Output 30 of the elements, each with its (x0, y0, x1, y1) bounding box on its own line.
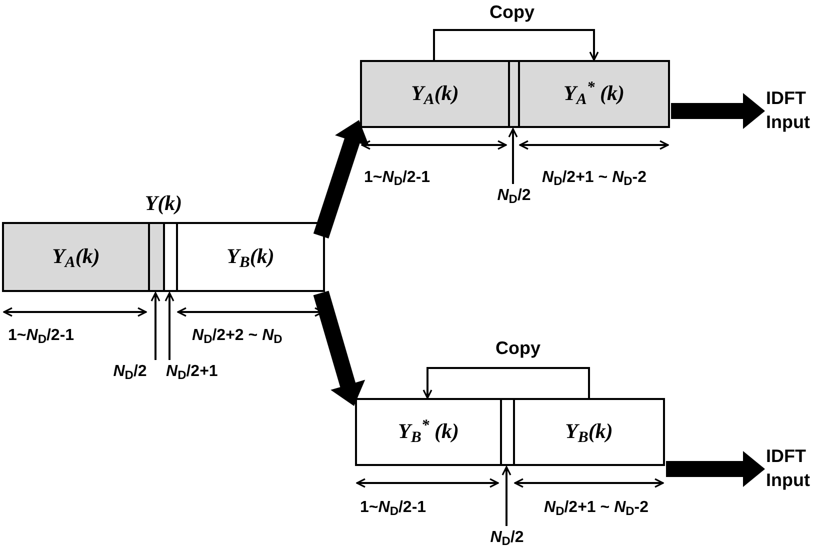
array-title: Y(k) (144, 190, 184, 217)
copy-arrow (422, 367, 590, 399)
block-arrow (313, 120, 370, 238)
dimension-label: 1~N$_{D}$/2-1 (360, 498, 426, 520)
block-arrow (666, 451, 765, 487)
array-box (355, 398, 665, 466)
array-cell: Y$_{A}$$^{*}$ (k) (520, 62, 668, 126)
index-arrow (164, 292, 174, 360)
dimension-label: 1~N$_{D}$/2-1 (364, 168, 430, 190)
array-cell (510, 62, 520, 126)
array-cell (150, 224, 165, 290)
dimension-label: N$_{D}$/2+1 ~ N$_{D}$-2 (544, 498, 649, 520)
index-label: N$_{D}$/2 (100, 360, 160, 384)
dimension-label: N$_{D}$/2+2 ~ N$_{D}$ (192, 326, 282, 348)
index-arrow (150, 292, 160, 360)
dimension-label: N$_{D}$/2+1 ~ N$_{D}$-2 (542, 168, 647, 190)
block-arrow (671, 93, 765, 129)
array-box (360, 60, 670, 128)
dimension-label: 1~N$_{D}$/2-1 (8, 326, 74, 348)
output-label: IDFT Input (766, 444, 826, 494)
index-label: N$_{D}$/2 (477, 526, 537, 550)
index-label: N$_{D}$/2 (484, 184, 544, 208)
array-cell: Y$_{A}$(k) (362, 62, 510, 126)
array-cell: Y$_{A}$(k) (4, 224, 150, 290)
copy-arrow (433, 29, 599, 61)
output-label: IDFT Input (766, 86, 826, 136)
block-arrow (313, 290, 366, 406)
index-arrow (508, 128, 518, 184)
index-arrow (502, 466, 512, 526)
index-label: N$_{D}$/2+1 (166, 360, 250, 384)
